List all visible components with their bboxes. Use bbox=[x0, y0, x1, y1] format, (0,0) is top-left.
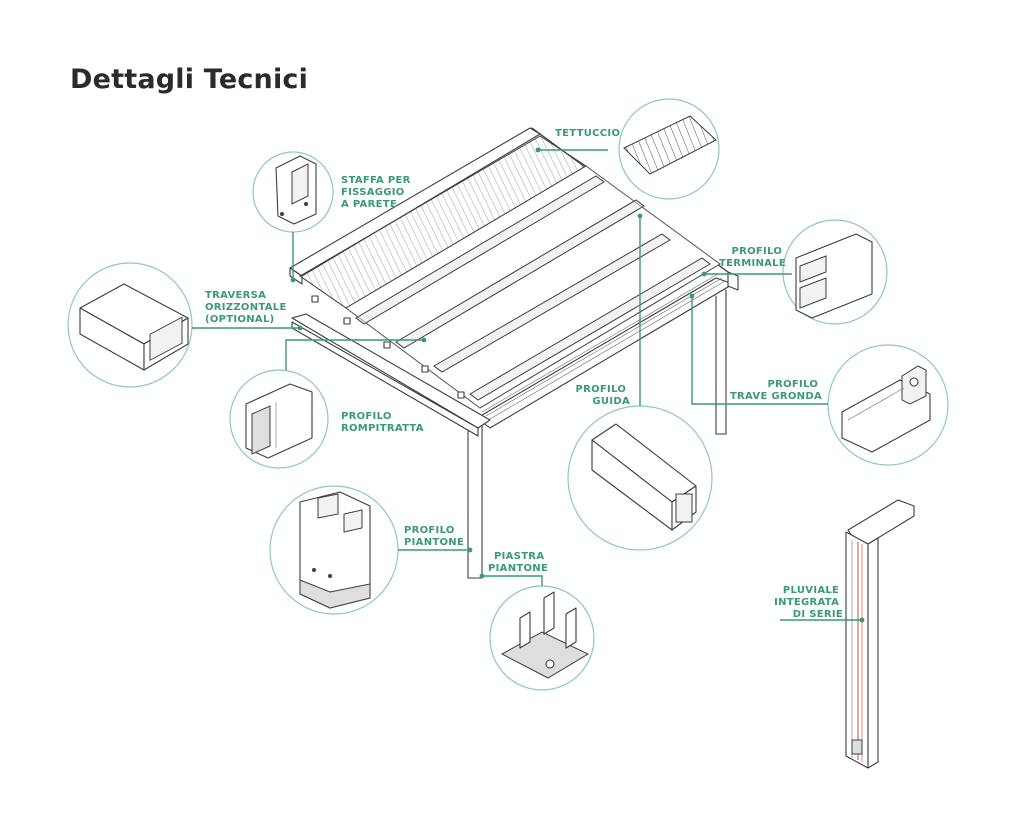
downpipe-side-face bbox=[867, 537, 879, 769]
label-rompitratta: PROFILO ROMPITRATTA bbox=[341, 411, 424, 434]
leader-piastra bbox=[482, 575, 543, 586]
front-post bbox=[467, 421, 483, 579]
guide-bar-2 bbox=[395, 199, 645, 349]
label-piantone: PROFILO PIANTONE bbox=[404, 525, 464, 548]
guide-bar-4 bbox=[469, 257, 711, 401]
downpipe-front-face bbox=[845, 531, 869, 769]
tettuccio-bubble bbox=[618, 98, 720, 200]
piantone-bubble bbox=[269, 485, 399, 615]
traversa-bubble bbox=[67, 262, 193, 388]
label-guida: PROFILO GUIDA bbox=[576, 384, 631, 407]
terminale-bubble bbox=[782, 219, 888, 325]
label-pluviale: PLUVIALE INTEGRATA DI SERIE bbox=[774, 585, 843, 620]
leader-lines bbox=[192, 147, 865, 623]
side-beam-left-face bbox=[291, 321, 479, 437]
downpipe-drawing bbox=[845, 499, 915, 769]
rompitratta-bubble bbox=[229, 369, 329, 469]
side-beam-left bbox=[291, 313, 491, 429]
label-staffa: STAFFA PER FISSAGGIO A PARETE bbox=[341, 175, 414, 210]
trave-bubble bbox=[827, 344, 949, 466]
label-piastra: PIASTRA PIANTONE bbox=[488, 551, 548, 574]
guide-bar-1 bbox=[355, 175, 605, 325]
page-title: Dettagli Tecnici bbox=[70, 64, 309, 95]
label-terminale: PROFILO TERMINALE bbox=[719, 246, 786, 269]
label-traversa: TRAVERSA ORIZZONTALE (OPTIONAL) bbox=[205, 290, 290, 325]
guida-bubble bbox=[567, 405, 713, 551]
piastra-bubble bbox=[489, 585, 595, 691]
leader-trave bbox=[691, 296, 828, 405]
staffa-bubble bbox=[252, 151, 334, 233]
pergola-structure bbox=[289, 127, 739, 579]
right-rail-end bbox=[727, 271, 739, 291]
label-tettuccio: TETTUCCIO bbox=[555, 128, 620, 139]
downpipe-gutter-head bbox=[847, 499, 915, 545]
leader-rompitratta bbox=[285, 339, 424, 370]
label-trave: PROFILO TRAVE GRONDA bbox=[730, 379, 822, 402]
guide-bar-3 bbox=[433, 233, 671, 373]
